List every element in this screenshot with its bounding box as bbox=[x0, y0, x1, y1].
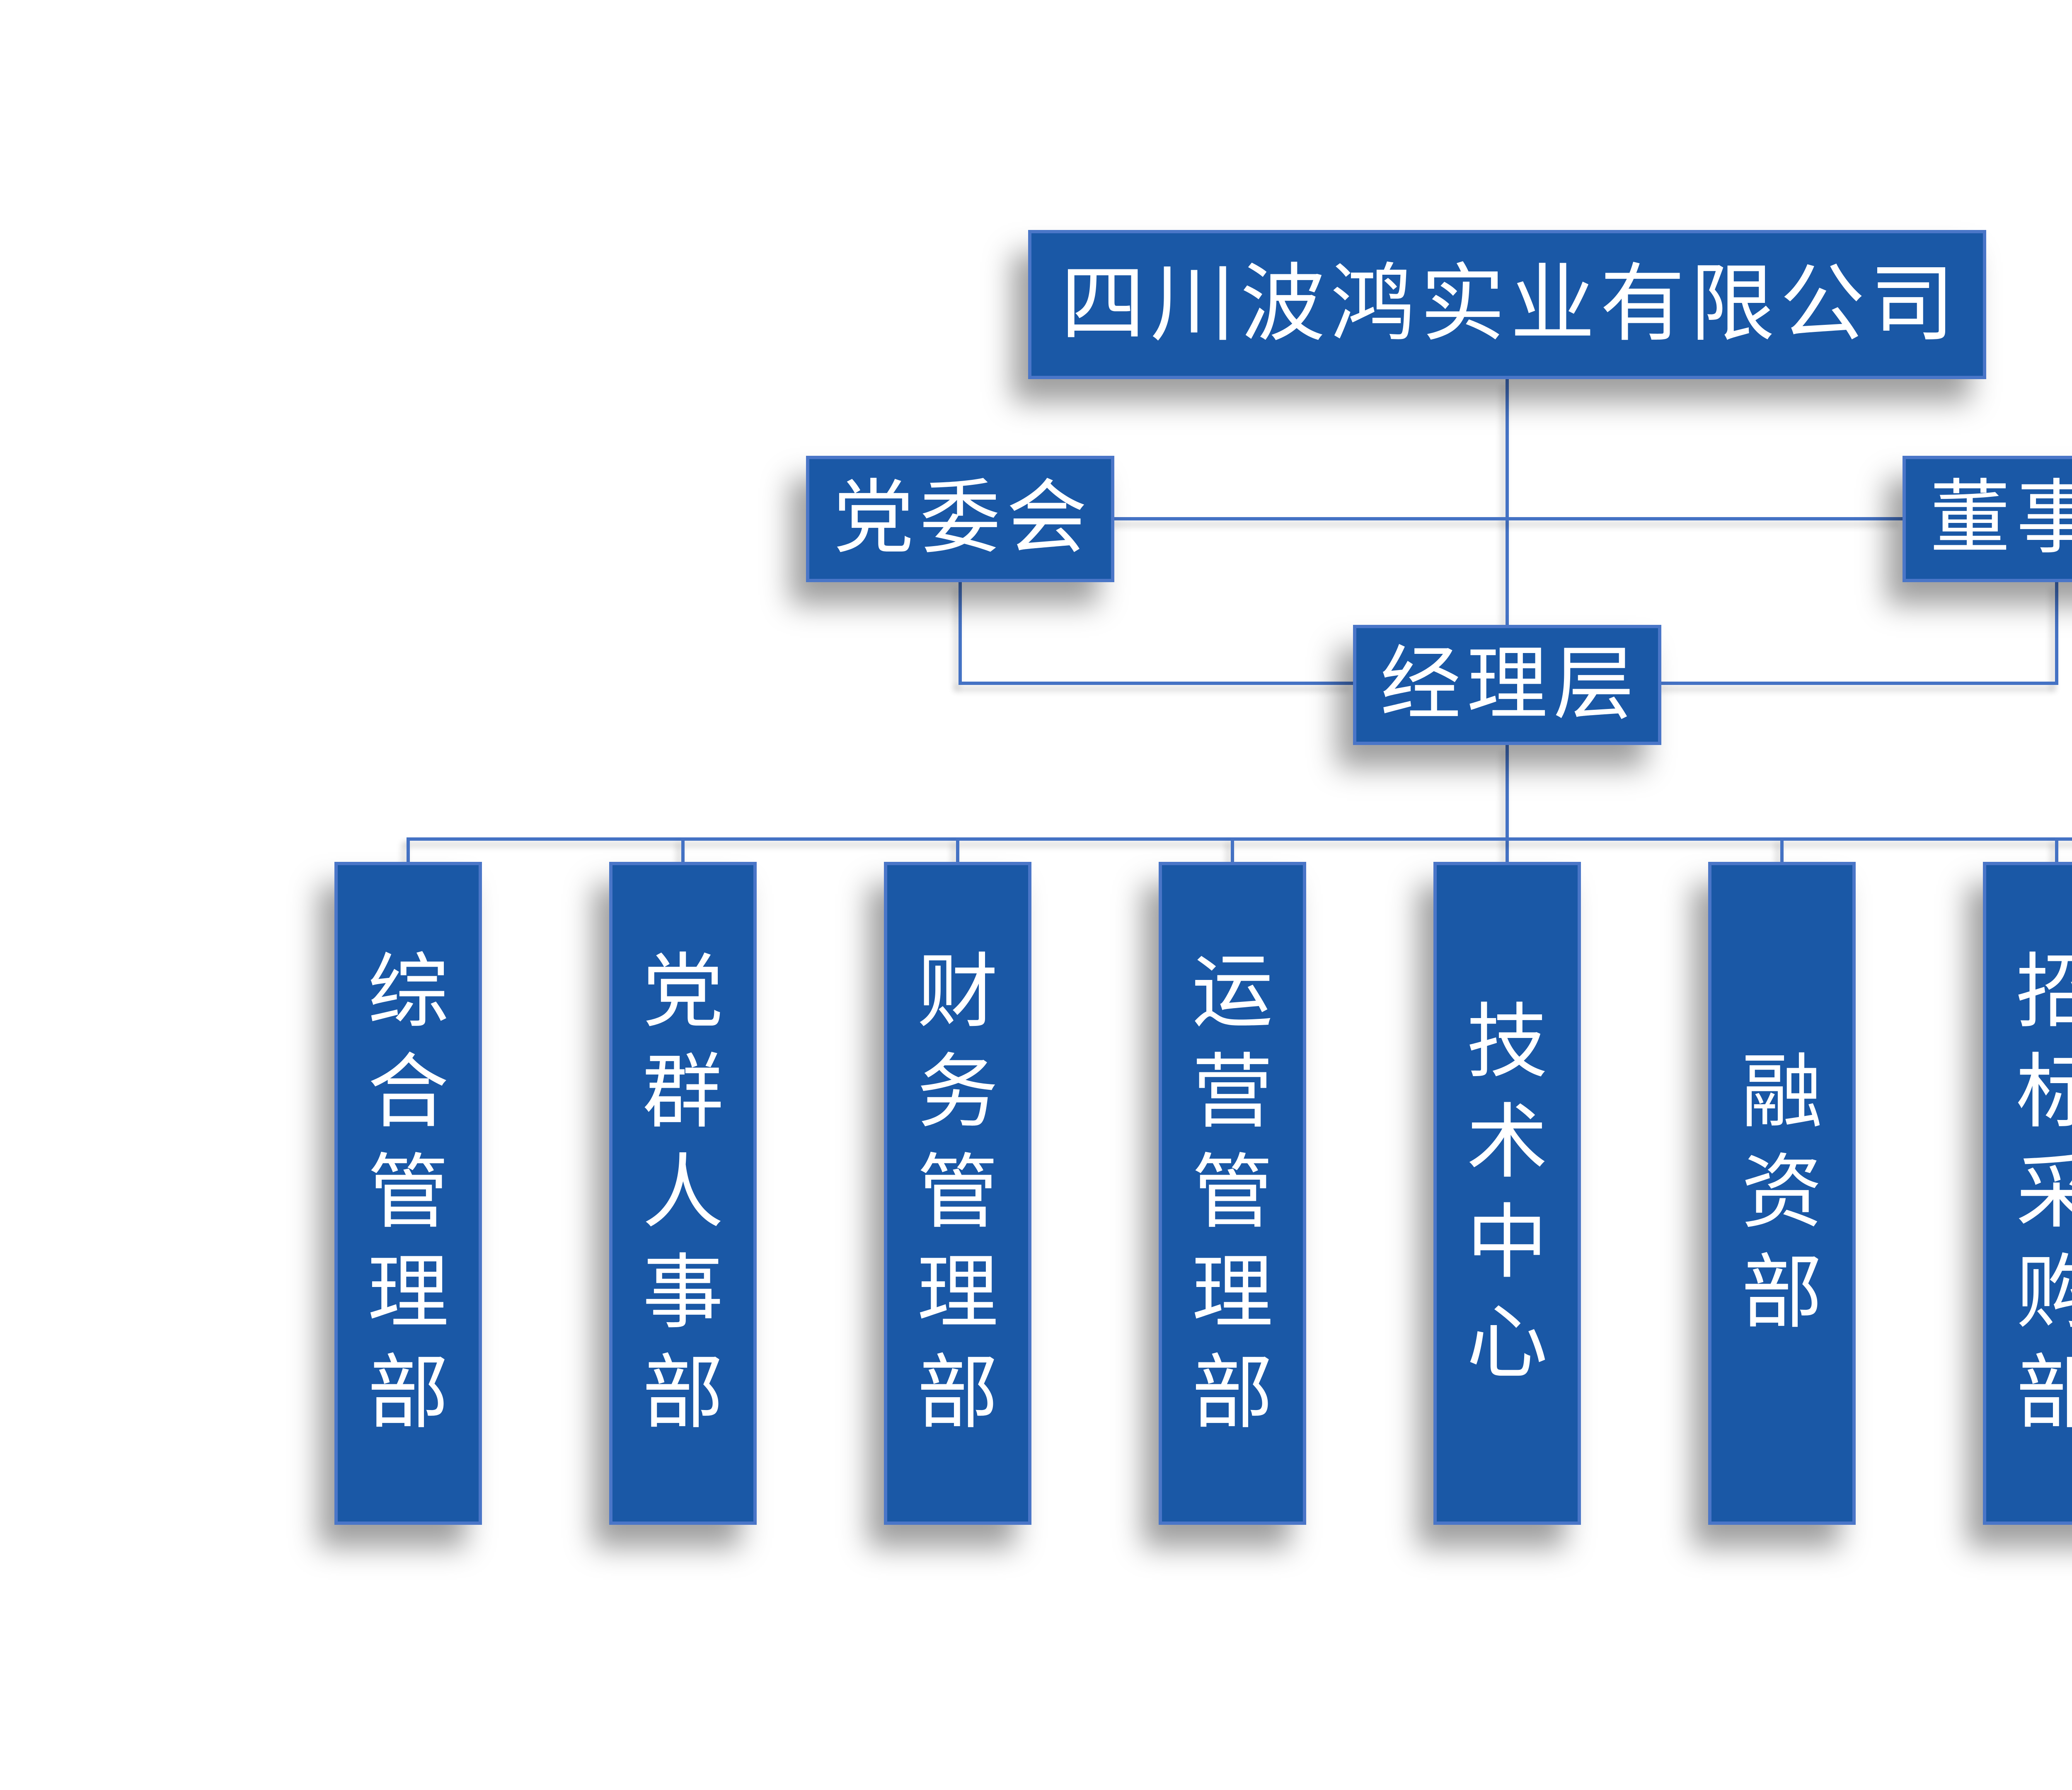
org-node-management-label: 经理层 bbox=[1380, 640, 1640, 730]
org-node-dept-technology-center: 技术中心 bbox=[1433, 862, 1581, 1525]
org-node-dept-bidding-procurement: 招标采购部 bbox=[1983, 862, 2072, 1525]
connector-dept-drop-7 bbox=[2055, 837, 2058, 864]
connector-dept-drop-6 bbox=[1780, 837, 1784, 864]
connector-dept-drop-2 bbox=[681, 837, 685, 864]
connector-departments-distributor bbox=[408, 837, 2072, 841]
org-node-party-committee: 党委会 bbox=[806, 456, 1114, 582]
org-node-company: 四川波鸿实业有限公司 bbox=[1028, 230, 1986, 379]
org-node-dept-financing: 融资部 bbox=[1708, 862, 1856, 1525]
org-node-dept-finance-management-label: 财务管理部 bbox=[917, 948, 998, 1439]
org-node-dept-financing-label: 融资部 bbox=[1741, 1048, 1823, 1338]
org-node-management: 经理层 bbox=[1353, 625, 1661, 745]
org-node-dept-party-mass-personnel: 党群人事部 bbox=[609, 862, 757, 1525]
org-node-dept-comprehensive-management: 综合管理部 bbox=[334, 862, 482, 1525]
org-node-party-committee-label: 党委会 bbox=[833, 474, 1093, 564]
org-node-dept-operations-management: 运营管理部 bbox=[1159, 862, 1306, 1525]
connector-party-board-crossbar bbox=[1114, 517, 1903, 520]
org-node-dept-technology-center-label: 技术中心 bbox=[1466, 998, 1548, 1388]
connector-board-drop bbox=[2055, 582, 2058, 685]
org-node-dept-operations-management-label: 运营管理部 bbox=[1191, 948, 1273, 1439]
org-node-company-label: 四川波鸿实业有限公司 bbox=[1060, 257, 1960, 352]
connector-root-to-management bbox=[1506, 379, 1509, 628]
org-node-dept-bidding-procurement-label: 招标采购部 bbox=[2016, 948, 2072, 1439]
org-node-board-of-directors: 董事会 bbox=[1903, 456, 2072, 582]
connector-party-drop bbox=[959, 582, 962, 685]
connector-dept-drop-3 bbox=[956, 837, 959, 864]
org-node-dept-party-mass-personnel-label: 党群人事部 bbox=[642, 948, 724, 1439]
connector-dept-drop-1 bbox=[407, 837, 410, 864]
connector-management-drop bbox=[1506, 745, 1509, 864]
connector-dept-drop-4 bbox=[1231, 837, 1234, 864]
org-node-dept-comprehensive-management-label: 综合管理部 bbox=[367, 948, 449, 1439]
org-node-dept-finance-management: 财务管理部 bbox=[884, 862, 1031, 1525]
org-node-board-of-directors-label: 董事会 bbox=[1929, 474, 2072, 564]
connector-board-to-management bbox=[1661, 682, 2058, 685]
connector-party-to-management bbox=[959, 682, 1353, 685]
